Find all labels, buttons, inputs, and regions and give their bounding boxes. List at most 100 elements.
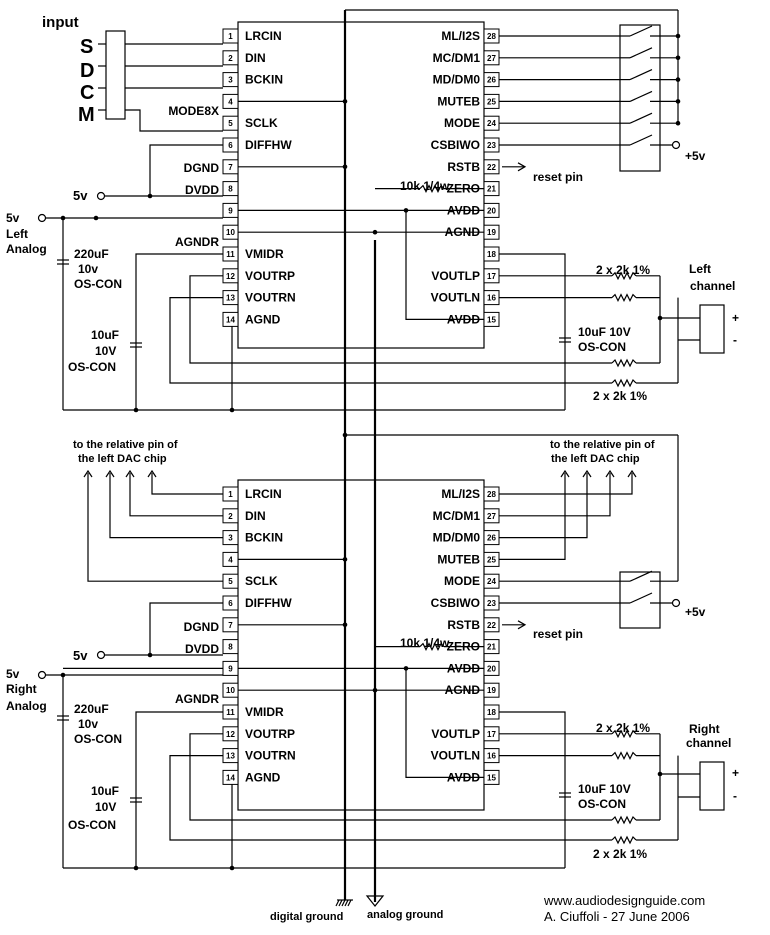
plus5v-label-top: +5v bbox=[685, 149, 706, 163]
relative-arrow bbox=[560, 469, 570, 478]
c220-label-top-1: 220uF bbox=[74, 247, 109, 261]
vmidr-wire-bot bbox=[135, 711, 223, 868]
dvdd-label-bot: DVDD bbox=[185, 642, 219, 656]
pin-box bbox=[483, 115, 500, 131]
lrcin-rel bbox=[151, 473, 223, 495]
pin-number: 7 bbox=[228, 163, 233, 172]
input-connector bbox=[105, 30, 126, 120]
pin-box bbox=[483, 50, 500, 66]
pin-number: 15 bbox=[487, 315, 496, 324]
pin-name: MUTEB bbox=[437, 552, 480, 566]
pin-name: DIN bbox=[245, 509, 266, 523]
c10-label-top-2: 10V bbox=[95, 344, 116, 358]
v5-terminal-bot bbox=[96, 650, 106, 660]
pin-name: AVDD bbox=[447, 661, 480, 675]
relative-arrow bbox=[627, 469, 637, 478]
plus-label-top: + bbox=[732, 311, 739, 325]
pin-number: 16 bbox=[487, 294, 496, 303]
pin-name: ML/I2S bbox=[441, 29, 480, 43]
pin-number: 17 bbox=[487, 730, 496, 739]
pin-number: 18 bbox=[487, 250, 496, 259]
pin18-wire-bot bbox=[499, 711, 566, 868]
pin-number: 2 bbox=[228, 54, 233, 63]
voutrn-wire-top bbox=[169, 297, 565, 384]
v5-analog-label-bot: 5v bbox=[6, 667, 20, 681]
pin-number: 10 bbox=[226, 228, 235, 237]
c10-label-bot-1: 10uF bbox=[91, 784, 119, 798]
pin-name: LRCIN bbox=[245, 29, 282, 43]
digital-ground-label: digital ground bbox=[270, 911, 343, 923]
c220-label-bot-2: 10v bbox=[78, 717, 98, 731]
switch-blade bbox=[629, 90, 653, 102]
voutrp-wire-top bbox=[189, 275, 565, 364]
pin-box bbox=[483, 726, 500, 742]
pin-name: DIN bbox=[245, 51, 266, 65]
left-analog-label-2: Analog bbox=[6, 242, 47, 256]
c10-label-bot-3: OS-CON bbox=[68, 818, 116, 832]
pin-name: AVDD bbox=[447, 770, 480, 784]
pin-number: 18 bbox=[487, 708, 496, 717]
pin-name: DIFFHW bbox=[245, 596, 292, 610]
input-letter-s: S bbox=[80, 36, 93, 58]
reset-arrow-top bbox=[517, 162, 527, 172]
pin-name: MODE bbox=[444, 116, 480, 130]
junction-dot bbox=[147, 193, 153, 199]
relative-arrow bbox=[582, 469, 592, 478]
r2k-label-top-a: 2 x 2k 1% bbox=[596, 263, 650, 277]
pin-box bbox=[483, 573, 500, 589]
relative-right-2: the left DAC chip bbox=[551, 453, 640, 465]
pin-box bbox=[222, 573, 239, 589]
pin-box bbox=[222, 639, 239, 655]
pin-number: 11 bbox=[226, 250, 235, 259]
pin-number: 8 bbox=[228, 643, 233, 652]
resistor-10k-top bbox=[419, 184, 445, 193]
ml-rel bbox=[499, 473, 633, 495]
c10r-label-top-2: OS-CON bbox=[578, 340, 626, 354]
avdd-link-bot bbox=[405, 668, 484, 778]
junction-dot bbox=[147, 652, 153, 658]
pin-box bbox=[222, 50, 239, 66]
pin-number: 6 bbox=[228, 599, 233, 608]
reset-arrow-bot bbox=[517, 620, 527, 630]
mode8x-label: MODE8X bbox=[168, 104, 219, 118]
resistor-2k-top-c bbox=[611, 358, 637, 368]
pin-name: VOUTRN bbox=[245, 291, 296, 305]
left-channel-connector bbox=[699, 304, 725, 354]
pin-box bbox=[222, 268, 239, 284]
pin-number: 24 bbox=[487, 577, 496, 586]
left-analog-terminal bbox=[37, 213, 47, 223]
input-title: input bbox=[42, 14, 79, 31]
pin-number: 10 bbox=[226, 686, 235, 695]
pin-box bbox=[222, 290, 239, 306]
v5-label-top: 5v bbox=[73, 188, 88, 203]
sclk-wire bbox=[125, 109, 223, 132]
junction-dot bbox=[229, 407, 235, 413]
pin-name: ZERO bbox=[447, 640, 480, 654]
pin-name: VMIDR bbox=[245, 705, 284, 719]
pin-name: MD/DM0 bbox=[433, 73, 481, 87]
left-channel-label-1: Left bbox=[689, 262, 711, 276]
pin-number: 7 bbox=[228, 621, 233, 630]
diffhw-wire-bot bbox=[105, 602, 223, 656]
junction-dot bbox=[133, 865, 139, 871]
relative-arrow bbox=[125, 469, 135, 478]
relative-right-1: to the relative pin of bbox=[550, 439, 655, 451]
analog-ground-symbol bbox=[365, 895, 385, 907]
pin-name: MD/DM0 bbox=[433, 531, 481, 545]
pin-number: 22 bbox=[487, 621, 496, 630]
pin-name: AGND bbox=[445, 225, 481, 239]
junction-dot bbox=[229, 865, 235, 871]
agndr-label-bot: AGNDR bbox=[175, 692, 219, 706]
pin-name: DIFFHW bbox=[245, 138, 292, 152]
pin-number: 1 bbox=[228, 490, 233, 499]
right-channel-label-2: channel bbox=[686, 736, 731, 750]
r10k-label-top: 10k 1/4w bbox=[400, 179, 450, 193]
pin-box bbox=[483, 595, 500, 611]
plus5v-terminal-top bbox=[671, 140, 681, 150]
pin-name: CSBIWO bbox=[431, 138, 480, 152]
pin-number: 9 bbox=[228, 664, 233, 673]
pin-number: 26 bbox=[487, 534, 496, 543]
pin-number: 14 bbox=[226, 773, 235, 782]
pin-number: 23 bbox=[487, 141, 496, 150]
resistor-2k-bot-c bbox=[611, 815, 637, 825]
